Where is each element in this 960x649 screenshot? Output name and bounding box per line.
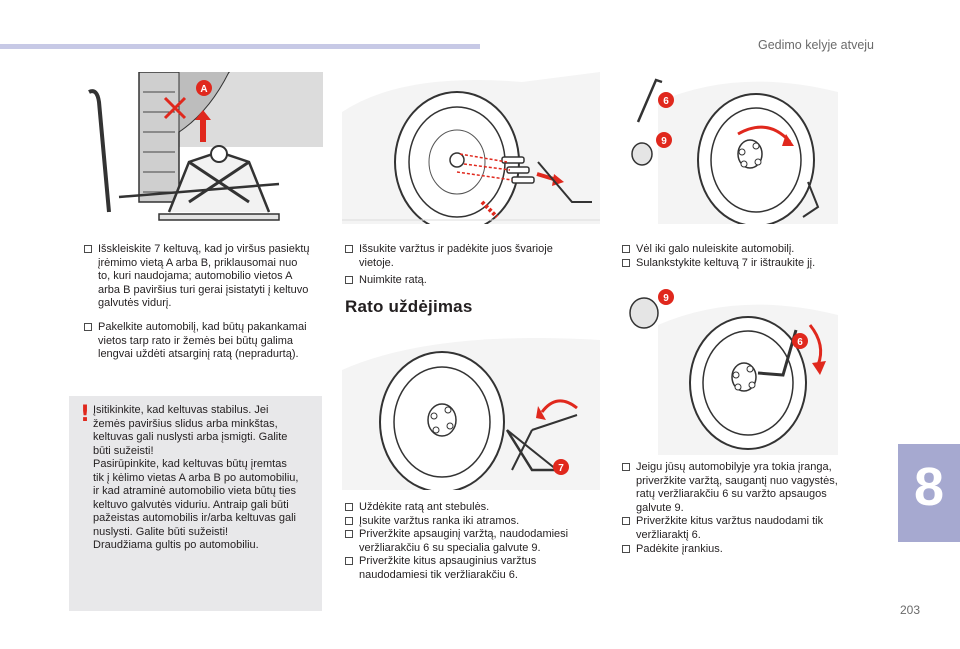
col3-instructions-top: Vėl iki galo nuleiskite automobilį. Sula… bbox=[622, 243, 872, 274]
figure-fit-wheel: 7 bbox=[342, 330, 600, 490]
check-box-icon bbox=[622, 517, 630, 526]
list-item: Padėkite įrankius. bbox=[622, 543, 877, 557]
list-item: Priveržkite kitus apsauginius varžtus na… bbox=[345, 555, 595, 582]
col2-instructions-top: Išsukite varžtus ir padėkite juos švario… bbox=[345, 243, 590, 292]
label-9: 9 bbox=[663, 293, 669, 304]
label-6: 6 bbox=[663, 96, 669, 107]
section-title: Gedimo kelyje atveju bbox=[757, 38, 874, 52]
col3-instructions-bottom: Jeigu jūsų automobilyje yra tokia įranga… bbox=[622, 461, 877, 560]
section-heading: Rato uždėjimas bbox=[345, 297, 473, 316]
figure-lower-car: 6 9 bbox=[618, 72, 838, 224]
chapter-number: 8 bbox=[914, 457, 945, 517]
list-item: Išskleiskite 7 keltuvą, kad jo viršus pa… bbox=[84, 243, 324, 311]
list-item: Priveržkite kitus varžtus naudodami tik … bbox=[622, 515, 877, 542]
warning-box: ! Įsitikinkite, kad keltuvas stabilus. J… bbox=[69, 396, 322, 611]
check-box-icon bbox=[345, 557, 353, 566]
list-item: Nuimkite ratą. bbox=[345, 274, 590, 288]
check-box-icon bbox=[622, 463, 630, 471]
check-box-icon bbox=[622, 258, 630, 267]
figure-remove-bolts bbox=[342, 72, 600, 224]
list-item: Pakelkite automobilį, kad būtų pakankama… bbox=[84, 321, 324, 362]
warning-text: Įsitikinkite, kad keltuvas stabilus. Jei… bbox=[93, 404, 299, 551]
check-box-icon bbox=[345, 503, 353, 511]
list-item: Priveržkite apsauginį varžtą, naudodamie… bbox=[345, 528, 595, 555]
check-box-icon bbox=[84, 322, 92, 331]
check-box-icon bbox=[345, 530, 353, 539]
header-bar bbox=[0, 44, 480, 49]
warning-icon: ! bbox=[80, 402, 91, 427]
list-item: Vėl iki galo nuleiskite automobilį. bbox=[622, 243, 872, 257]
check-box-icon bbox=[84, 245, 92, 253]
list-item: Uždėkite ratą ant stebulės. bbox=[345, 501, 595, 515]
check-box-icon bbox=[345, 516, 353, 525]
list-item: Sulankstykite keltuvą 7 ir ištraukite jį… bbox=[622, 257, 872, 271]
label-7: 7 bbox=[558, 463, 564, 474]
label-9: 9 bbox=[661, 136, 667, 147]
figure-tighten-bolt: 9 6 bbox=[618, 285, 838, 455]
check-box-icon bbox=[345, 276, 353, 285]
list-item: Įsukite varžtus ranka iki atramos. bbox=[345, 515, 595, 529]
label-6: 6 bbox=[797, 337, 803, 348]
list-item: Išsukite varžtus ir padėkite juos švario… bbox=[345, 243, 590, 270]
col2-instructions-bottom: Uždėkite ratą ant stebulės. Įsukite varž… bbox=[345, 501, 595, 583]
label-a: A bbox=[200, 84, 207, 95]
page-number: 203 bbox=[899, 603, 920, 617]
check-box-icon bbox=[345, 245, 353, 253]
check-box-icon bbox=[622, 245, 630, 253]
chapter-tab: 8 bbox=[898, 444, 960, 542]
check-box-icon bbox=[622, 544, 630, 553]
figure-jack-lift: A bbox=[69, 72, 323, 224]
col1-instructions: Išskleiskite 7 keltuvą, kad jo viršus pa… bbox=[84, 243, 324, 366]
list-item: Jeigu jūsų automobilyje yra tokia įranga… bbox=[622, 461, 877, 515]
